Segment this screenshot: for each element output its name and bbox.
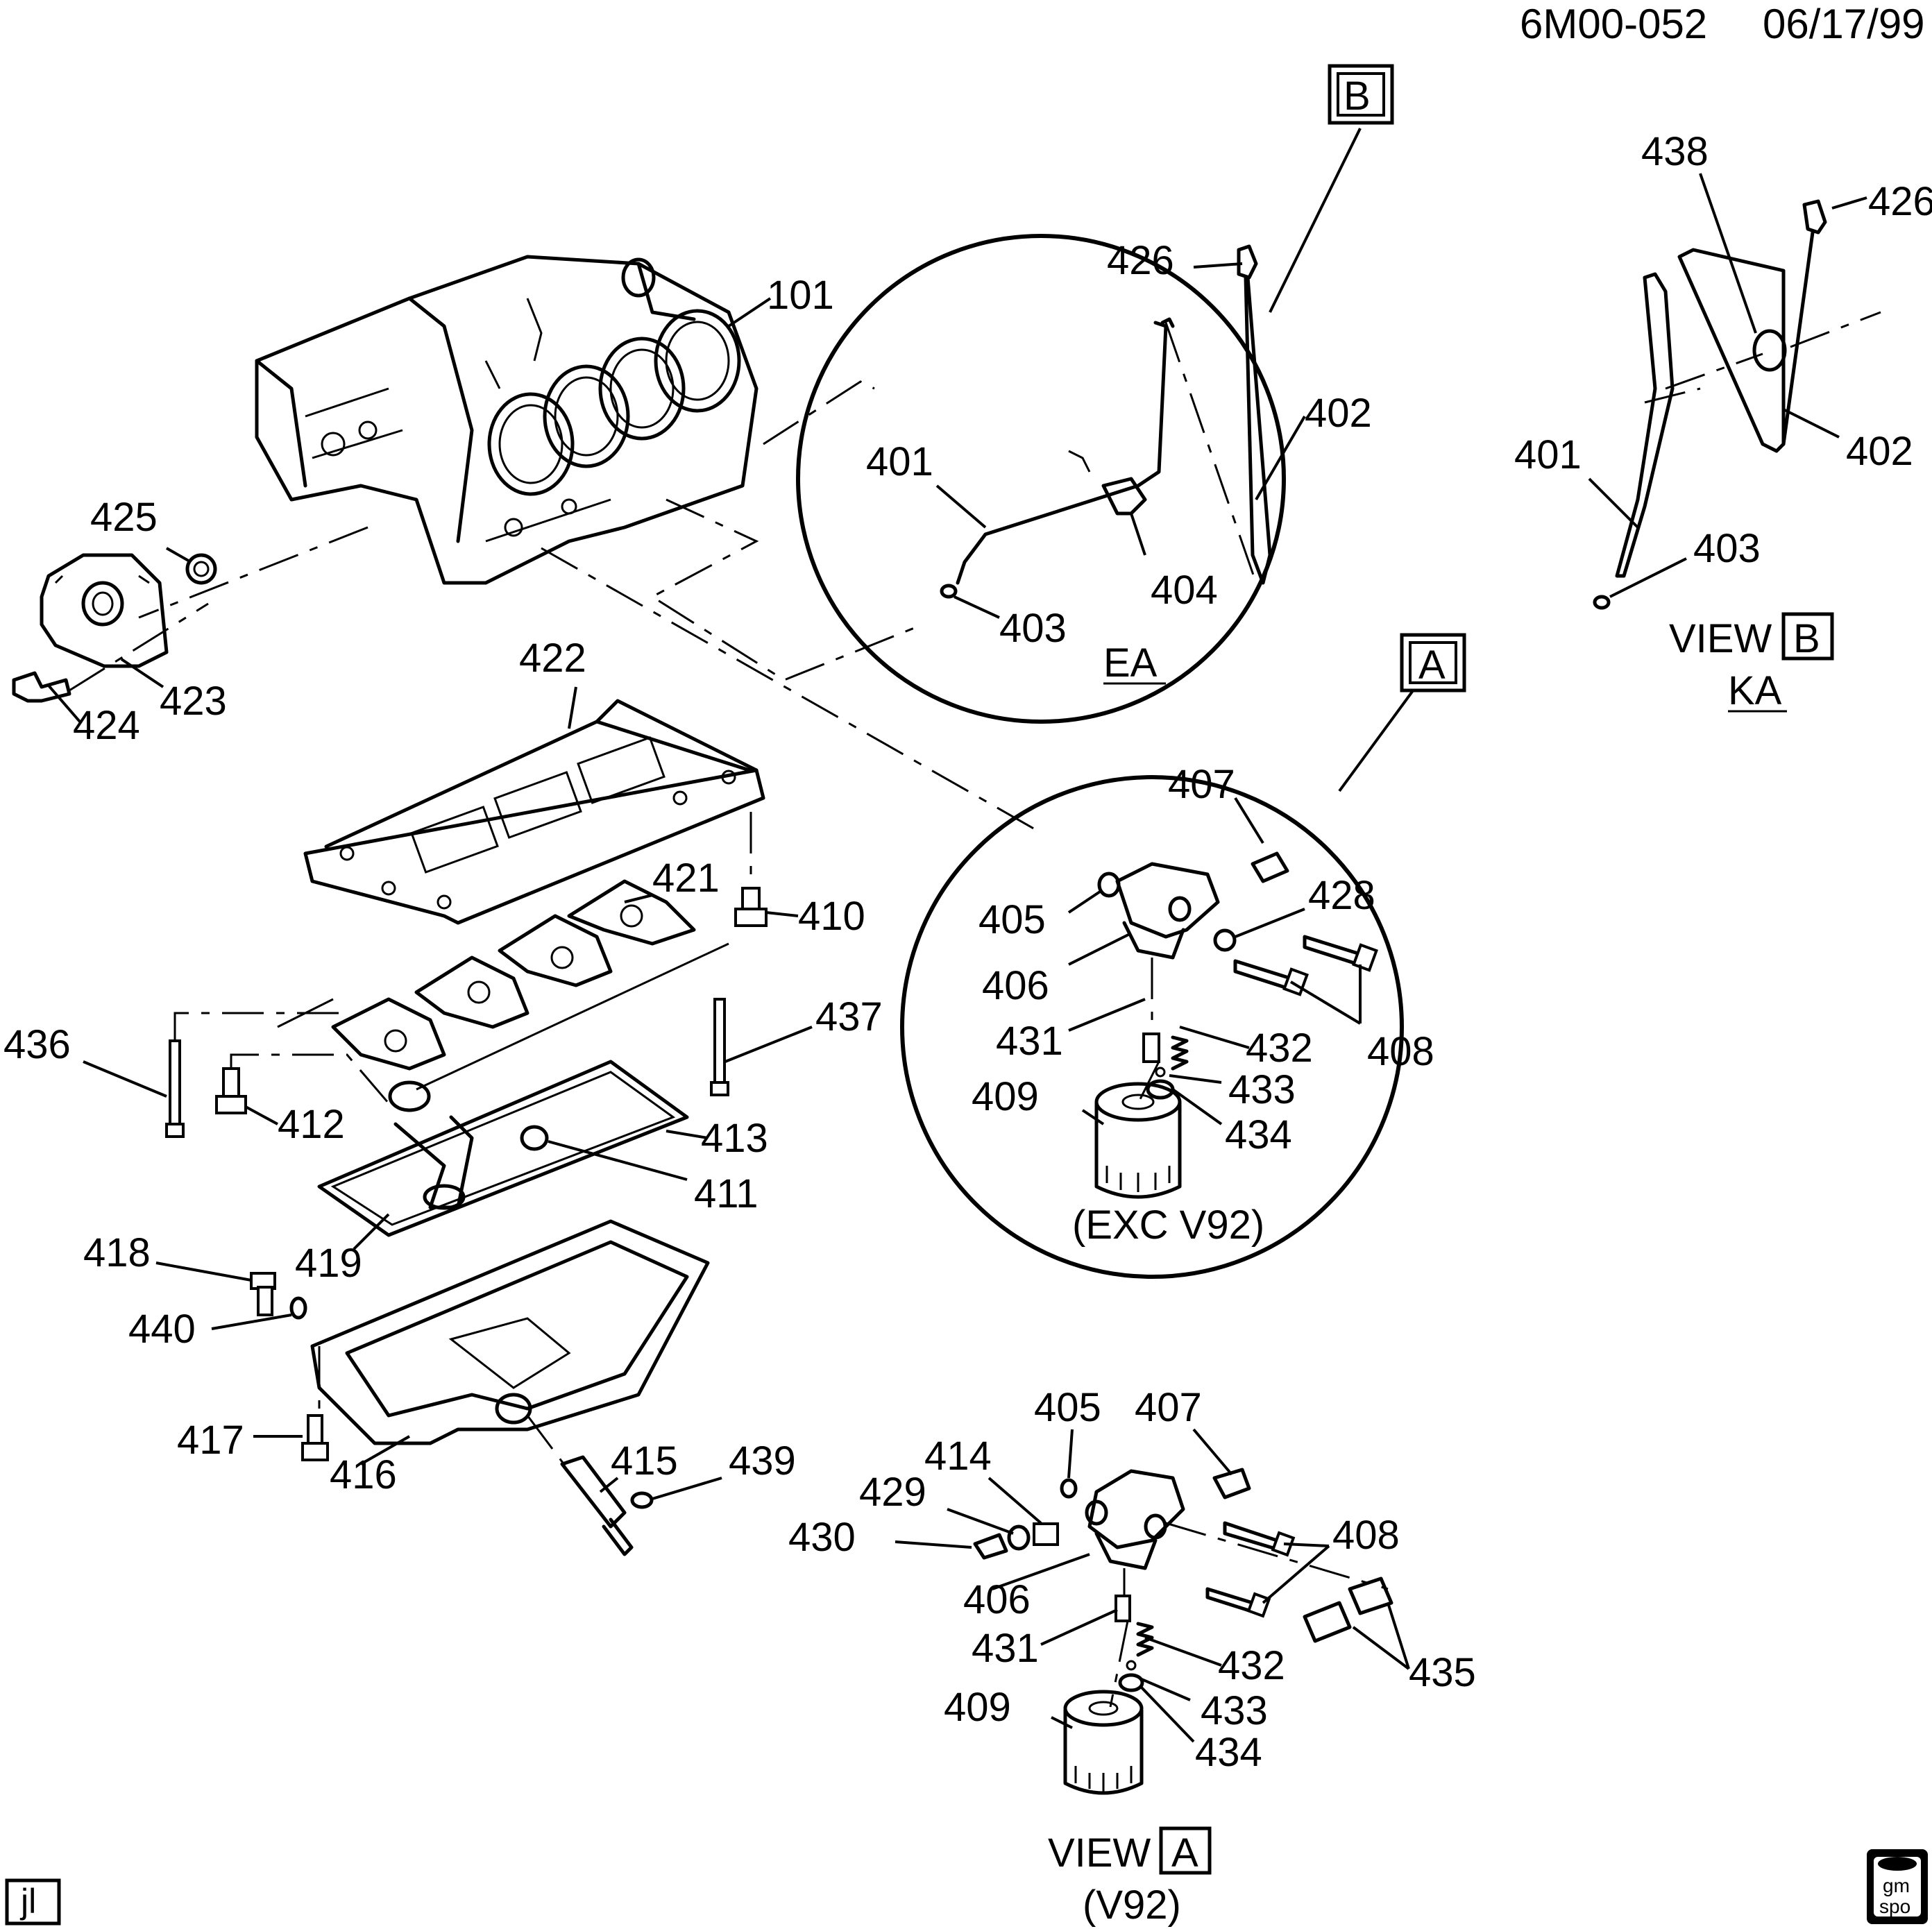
bolt-418	[155, 1261, 307, 1330]
label-421: 421	[652, 856, 720, 901]
label-412: 412	[278, 1102, 345, 1147]
view-a-caption: (V92)	[1083, 1883, 1181, 1928]
engine-block	[255, 255, 772, 585]
view-a-prefix: VIEW	[1048, 1830, 1151, 1876]
oil-pan	[310, 1219, 710, 1465]
label-423: 423	[160, 679, 227, 724]
logo-top-text: gm	[1883, 1875, 1910, 1896]
view-a-letter: A	[1171, 1830, 1198, 1876]
label-401-b: 401	[1514, 432, 1582, 477]
filter-adapter-a	[1067, 797, 1378, 1199]
view-a-box	[1159, 1826, 1212, 1875]
label-a405: 405	[978, 897, 1046, 942]
label-101: 101	[767, 273, 834, 318]
initials-box	[5, 1878, 61, 1926]
label-a409: 409	[972, 1074, 1039, 1119]
label-419: 419	[295, 1241, 362, 1286]
label-436: 436	[3, 1022, 71, 1067]
view-ea-caption: EA	[1103, 640, 1158, 686]
label-422: 422	[519, 636, 586, 681]
label-a433: 433	[1228, 1067, 1296, 1112]
callout-box-a	[1400, 633, 1466, 692]
view-b-dipstick	[1588, 173, 1881, 610]
initials: jl	[19, 1882, 36, 1921]
label-v432: 432	[1218, 1643, 1285, 1688]
label-v434: 434	[1195, 1730, 1262, 1775]
label-437: 437	[815, 994, 883, 1039]
label-417: 417	[177, 1418, 244, 1463]
stud-437	[710, 998, 813, 1096]
figure-code: 6M00-052	[1520, 1, 1707, 47]
detail-circle-a	[900, 775, 1404, 1279]
label-404: 404	[1151, 568, 1218, 613]
label-v431: 431	[972, 1626, 1039, 1671]
label-v407: 407	[1135, 1385, 1202, 1430]
oil-pan-gasket	[317, 1060, 709, 1237]
label-v433: 433	[1201, 1688, 1268, 1733]
label-418: 418	[83, 1230, 151, 1275]
callout-box-b	[1328, 64, 1394, 125]
label-411: 411	[694, 1171, 758, 1216]
label-438: 438	[1641, 129, 1709, 174]
view-a-filter-adapter	[895, 1428, 1410, 1795]
callout-b-letter: B	[1344, 74, 1371, 119]
view-b-caption: KA	[1728, 668, 1782, 713]
bolt-412	[215, 1053, 390, 1125]
label-402-b: 402	[1846, 429, 1913, 474]
oil-pickup	[353, 1080, 688, 1250]
detail-circle-ea	[796, 234, 1286, 724]
bearing-caps	[277, 879, 729, 1091]
label-a406: 406	[982, 963, 1049, 1008]
label-439: 439	[729, 1438, 796, 1484]
label-v406: 406	[963, 1577, 1031, 1622]
label-a407: 407	[1168, 762, 1235, 807]
label-410: 410	[798, 894, 865, 939]
label-a434: 434	[1225, 1112, 1292, 1157]
label-v430: 430	[788, 1515, 856, 1560]
logo-bottom-text: spo	[1879, 1896, 1910, 1917]
label-424: 424	[73, 703, 140, 748]
dipstick-ea	[935, 244, 1306, 619]
gm-spo-logo: gm spo	[1867, 1849, 1928, 1924]
label-440: 440	[128, 1307, 196, 1352]
label-v429: 429	[859, 1470, 926, 1515]
figure-date: 06/17/99	[1763, 1, 1925, 47]
bolt-417	[253, 1414, 329, 1461]
label-v405: 405	[1034, 1385, 1101, 1430]
label-403-b: 403	[1693, 526, 1761, 571]
label-415: 415	[611, 1438, 678, 1484]
label-403-ea: 403	[999, 606, 1067, 651]
label-a431: 431	[996, 1019, 1063, 1064]
label-v409: 409	[944, 1685, 1011, 1730]
label-v435: 435	[1409, 1650, 1476, 1695]
label-a428: 428	[1308, 873, 1375, 918]
front-cover-assembly	[12, 547, 217, 723]
label-v408: 408	[1332, 1513, 1400, 1558]
oil-level-sensor	[526, 1415, 722, 1556]
label-426-ea: 426	[1107, 238, 1174, 283]
label-426-b: 426	[1868, 179, 1932, 224]
label-402-ea: 402	[1305, 391, 1372, 436]
label-a408: 408	[1367, 1029, 1434, 1074]
label-413: 413	[701, 1116, 768, 1161]
label-401-ea: 401	[866, 439, 933, 484]
label-425: 425	[90, 495, 158, 540]
label-416: 416	[330, 1452, 397, 1497]
stud-436	[83, 1012, 347, 1138]
bedplate-gasket	[303, 686, 765, 925]
view-b-box	[1781, 612, 1834, 661]
view-b-prefix: VIEW	[1669, 616, 1772, 661]
label-v414: 414	[924, 1434, 992, 1479]
label-a432: 432	[1246, 1026, 1313, 1071]
callout-a-letter: A	[1418, 643, 1446, 688]
view-b-letter: B	[1793, 616, 1820, 661]
bolt-410	[734, 812, 799, 927]
view-a-circle-caption: (EXC V92)	[1072, 1203, 1264, 1248]
